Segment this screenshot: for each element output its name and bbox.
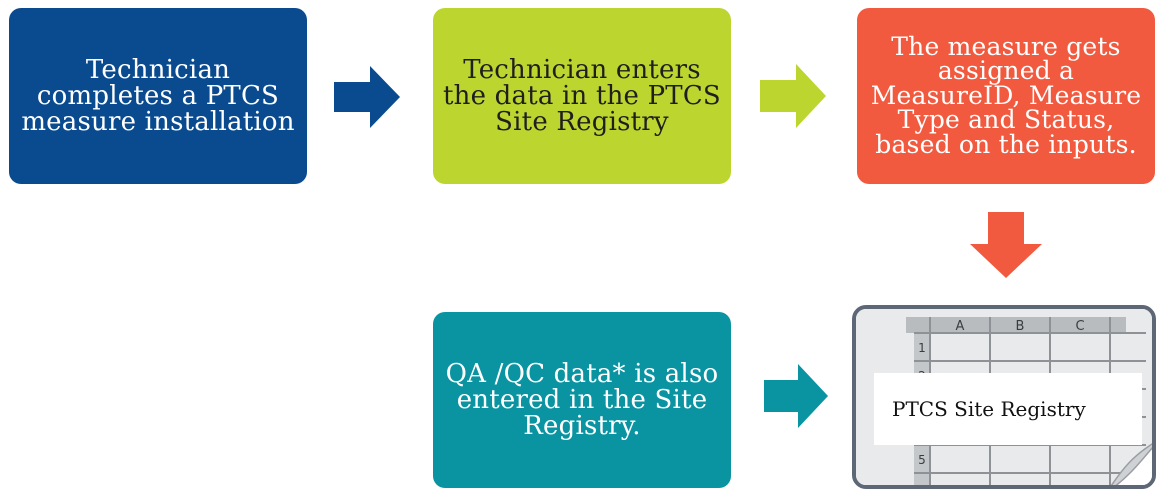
step-3-text: The measure gets assigned a MeasureID, M… <box>870 31 1142 159</box>
site-registry-image: A B C 1 2 3 4 5 PTCS Site Registry <box>852 305 1156 489</box>
step-1-box: Technician completes a PTCS measure inst… <box>9 8 307 184</box>
arrow-step1-to-step2 <box>334 66 400 128</box>
column-label: A <box>956 319 965 334</box>
step-2-text: Technician enters the data in the PTCS S… <box>443 55 721 137</box>
step-4-text: QA /QC data* is also entered in the Site… <box>445 359 719 441</box>
column-label: C <box>1075 319 1084 334</box>
step-1-text: Technician completes a PTCS measure inst… <box>21 55 295 137</box>
row-label: 1 <box>918 341 926 355</box>
arrow-step3-to-registry <box>970 212 1042 278</box>
column-label: B <box>1016 319 1025 334</box>
site-registry-label: PTCS Site Registry <box>874 373 1142 445</box>
step-3-box: The measure gets assigned a MeasureID, M… <box>857 8 1155 184</box>
arrow-step4-to-registry <box>764 364 828 428</box>
row-label: 5 <box>918 453 926 467</box>
step-4-box: QA /QC data* is also entered in the Site… <box>433 312 731 488</box>
step-2-box: Technician enters the data in the PTCS S… <box>433 8 731 184</box>
arrow-step2-to-step3 <box>760 64 826 128</box>
